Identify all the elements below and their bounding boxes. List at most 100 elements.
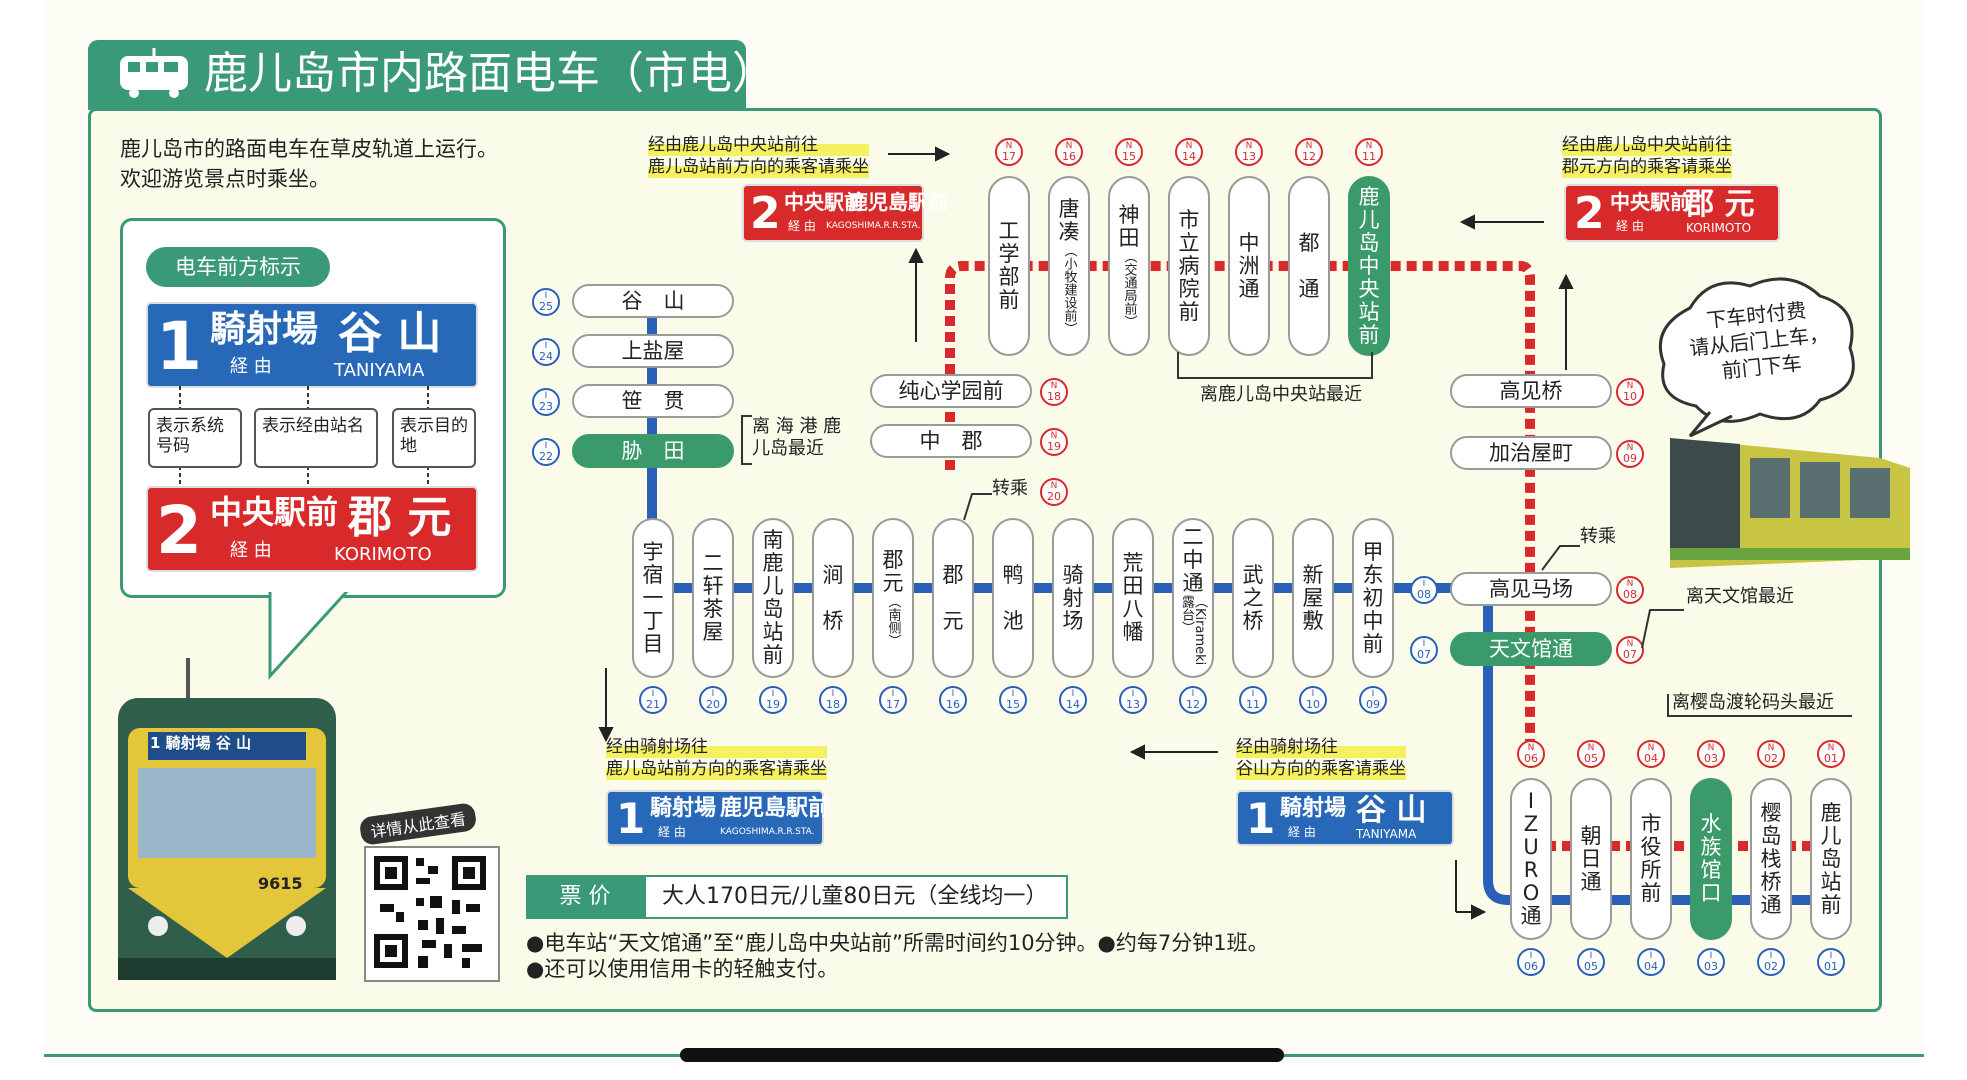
badge-line-letter: N [1626,579,1634,589]
station-common-03[interactable]: 水族馆口 [1690,778,1732,940]
badge-station-code: 12 [1186,698,1200,711]
station-common-05[interactable]: 朝日通 [1570,778,1612,940]
station-line1-22[interactable]: 胁 田 [572,434,734,468]
station-line1-19[interactable]: 南鹿儿岛站前 [752,518,794,678]
station-line1-20[interactable]: 二轩茶屋 [692,518,734,678]
fare-value: 大人170日元/儿童80日元（全线均一） [644,875,1068,919]
badge-line-letter: N [1626,639,1634,649]
station-line2-13[interactable]: 中洲通 [1228,176,1270,356]
station-line2-08[interactable]: 高见马场 [1450,572,1612,606]
sign-destination: 郡 元 [348,492,452,543]
station-name-char: 桥 [1760,869,1782,894]
bubble-text: 下车时付费 请从后门上车， 前门下车 [1680,294,1837,387]
badge-station-code: 12 [1302,150,1316,163]
station-line1-24[interactable]: 上盐屋 [572,334,734,368]
line1-east-track [1478,583,1830,905]
badge-line-letter: I [1709,951,1713,961]
station-line2-18[interactable]: 纯心学园前 [870,374,1032,408]
station-line1-15[interactable]: 鸭 池 [992,518,1034,678]
station-name-char: 中 [1358,253,1380,278]
station-line2-15[interactable]: 神田（交通局前） [1108,176,1150,356]
badge-line-letter: N [1767,743,1775,753]
station-name-char: U [1523,835,1539,859]
station-name-char: 东 [1362,562,1384,587]
station-line1-10[interactable]: 新屋敷 [1292,518,1334,678]
badge-line-letter: N [1065,141,1073,151]
badge-station-code: 07 [1623,648,1637,661]
station-line1-09[interactable]: 甲东初中前 [1352,518,1394,678]
station-common-01[interactable]: 鹿儿岛站前 [1810,778,1852,940]
sign-destination-roman: TANIYAMA [334,360,425,381]
station-name-char: 宇 [642,539,664,564]
station-line2-07[interactable]: 天文馆通 [1450,632,1612,666]
station-line1-21[interactable]: 宇宿一丁目 [632,518,674,678]
qr-code[interactable] [364,846,500,982]
badge-line-letter: I [1131,689,1135,699]
station-line2-19[interactable]: 中 郡 [870,424,1032,458]
station-line1-23[interactable]: 笹 贯 [572,384,734,418]
badge-line-letter: N [1827,743,1835,753]
station-subname: （小牧建设前） [1061,243,1077,335]
station-name-char: 所 [1640,858,1662,882]
station-line1-18[interactable]: 涧 桥 [812,518,854,678]
station-line1-11[interactable]: 武之桥 [1232,518,1274,678]
station-name-char [1299,255,1320,278]
station-line1-14[interactable]: 骑射场 [1052,518,1094,678]
badge-station-code: 15 [1122,150,1136,163]
station-line2-16[interactable]: 唐凑（小牧建设前） [1048,176,1090,356]
station-name-char [823,587,844,610]
sign-via-station: 騎射場 [210,309,319,350]
station-line1-12[interactable]: 二中通（Kirameki露台） [1172,518,1214,678]
station-common-02[interactable]: 樱岛栈桥通 [1750,778,1792,940]
sign-route1-kagoshima: 1 騎射場 鹿児島駅前 経 由 KAGOSHIMA.R.R.STA. [608,792,830,844]
badge-line-letter: I [1829,951,1833,961]
station-name-char: 站 [1820,869,1842,894]
badge-station-code: 21 [646,698,660,711]
station-line2-17[interactable]: 工学部前 [988,176,1030,356]
station-name-char: 武 [1242,562,1264,587]
sign-number: 2 [750,188,781,239]
note-bottom-left-line1: 经由骑射场往 [606,736,827,758]
station-name-char: 岛 [762,597,784,621]
tram-destination-sign: 1 騎射場 谷 山 [150,734,252,752]
station-name-char: 八 [1122,597,1144,621]
station-subname: （Kirameki露台） [1179,595,1207,666]
badge-line-letter: N [1050,381,1058,391]
station-line1-16[interactable]: 郡 元 [932,518,974,678]
sign-route2-korimoto-small: 2 中央駅前 郡 元 経 由 KORIMOTO [1566,186,1778,240]
badge-station-code: 19 [1047,440,1061,453]
note-near-ferry: 离樱岛渡轮码头最近 [1672,692,1834,713]
station-name-char: 部 [998,265,1020,289]
station-line2-09[interactable]: 加治屋町 [1450,436,1612,470]
badge-station-code: 11 [1246,698,1260,711]
sign-number: 2 [156,492,202,569]
station-line1-13[interactable]: 荒田八幡 [1112,518,1154,678]
badge-station-code: 15 [1006,698,1020,711]
station-line1-17[interactable]: 郡元（南侧） [872,518,914,678]
sign-destination: 谷 山 [338,308,442,359]
station-line2-12[interactable]: 都 通 [1288,176,1330,356]
station-line2-10[interactable]: 高见桥 [1450,374,1612,408]
home-indicator[interactable] [680,1048,1284,1062]
badge-station-code: 02 [1764,752,1778,765]
station-subname: （南侧） [885,595,901,647]
station-line1-25[interactable]: 谷 山 [572,284,734,318]
station-name-char: 前 [1362,631,1384,656]
station-name-char: 田 [1122,574,1144,598]
note-near-port: 离 海 港 鹿 儿岛最近 [752,416,862,460]
note-top-left: 经由鹿儿岛中央站前往 鹿儿岛站前方向的乘客请乘坐 [648,134,869,178]
badge-line-letter: I [771,689,775,699]
station-common-04[interactable]: 市役所前 [1630,778,1672,940]
station-line2-11[interactable]: 鹿儿岛中央站前 [1348,176,1390,356]
station-line2-14[interactable]: 市立病院前 [1168,176,1210,356]
